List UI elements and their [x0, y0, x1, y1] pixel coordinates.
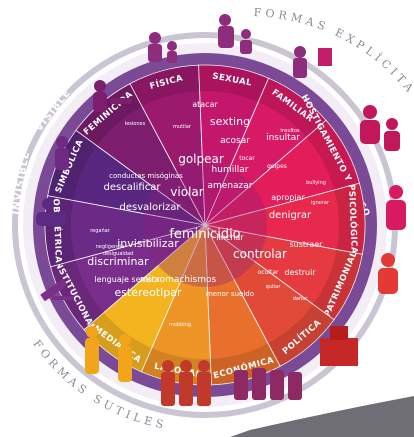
- inner-core: [143, 163, 267, 287]
- verb-word: amenazar: [208, 181, 253, 191]
- sector-band: [258, 78, 327, 138]
- family-figure-icon: [293, 46, 332, 78]
- sector-band: [129, 65, 200, 107]
- verb-word: dañar: [293, 296, 308, 302]
- verb-word: apropiar: [271, 193, 305, 202]
- verb-word: estereotipar: [115, 286, 182, 299]
- verb-word: lesiones: [125, 121, 146, 127]
- harassment-figure-icon: [360, 105, 400, 151]
- ballot-box-icon: [320, 326, 358, 366]
- verb-word: destruir: [284, 268, 316, 277]
- media-figure-icon: [85, 326, 132, 382]
- verb-word: ocultar: [258, 269, 279, 276]
- verb-word: lenguaje sexista: [94, 275, 159, 284]
- verb-word: desvalorizar: [119, 202, 181, 213]
- symbolic-figure-icon: [55, 136, 69, 170]
- psychological-figure-icon: [386, 185, 406, 230]
- verb-word: sexting: [210, 115, 250, 128]
- sector-band: [334, 183, 365, 255]
- verb-word: denigrar: [269, 210, 312, 221]
- verb-word: mobbing: [169, 322, 191, 328]
- verb-word: regañar: [90, 228, 110, 234]
- verb-word: micromachismos: [140, 275, 217, 285]
- verb-word: discriminar: [87, 255, 149, 268]
- verb-word: sustraer: [290, 240, 324, 249]
- sector-band: [141, 347, 212, 385]
- sector-band: [306, 120, 360, 190]
- verb-word: golpear: [178, 152, 224, 166]
- verb-word: conductas misóginas: [109, 172, 183, 180]
- verb-word: negligencia: [96, 244, 125, 250]
- obstetric-figure-icon: [36, 198, 66, 226]
- verb-word: atacar: [192, 100, 218, 109]
- verb-word: feminicidio: [169, 227, 240, 242]
- institutional-gavel-icon: [40, 278, 74, 302]
- verb-word: linchar: [216, 233, 244, 242]
- sector-band: [198, 65, 269, 103]
- sector-band: [267, 304, 334, 367]
- verb-word: invisibilizar: [117, 237, 179, 250]
- verb-word: ignorar: [311, 200, 330, 206]
- couple-figure-icon: [148, 32, 177, 63]
- verb-word: quitar: [266, 284, 282, 290]
- sector-band: [83, 312, 152, 372]
- verb-word: violar: [170, 185, 203, 199]
- decorative-swoosh: [230, 396, 414, 437]
- workers-figure-icon: [161, 360, 211, 406]
- verb-word: insultos: [280, 128, 300, 134]
- verb-word: desigualdad: [103, 251, 133, 257]
- money-figure-icon: [234, 368, 302, 400]
- verb-word: controlar: [233, 247, 287, 261]
- sector-label: PSICOLÓGICA: [346, 184, 361, 254]
- sector-band: [47, 130, 97, 201]
- feminicide-figure-icon: [93, 80, 132, 112]
- verb-word: mutilar: [173, 124, 192, 130]
- verb-word: insultar: [266, 133, 300, 143]
- verb-word: acosar: [220, 136, 250, 146]
- sector-band: [210, 343, 281, 385]
- verb-word: humillar: [212, 165, 249, 175]
- verb-word: tocar: [239, 155, 255, 162]
- patrimonial-figure-icon: [378, 253, 398, 294]
- sector-band: [50, 260, 104, 330]
- verb-word: descalificar: [104, 182, 162, 193]
- verb-word: bullying: [306, 180, 326, 186]
- verb-cloud: feminicidio atacar sexting acosar insultar go…: [87, 100, 330, 328]
- figure-icons: [36, 14, 406, 406]
- sector-band: [313, 249, 363, 320]
- aggressor-figure-icon: [218, 14, 252, 54]
- verb-word: menor sueldo: [206, 290, 254, 298]
- verb-word: golpes: [267, 163, 287, 170]
